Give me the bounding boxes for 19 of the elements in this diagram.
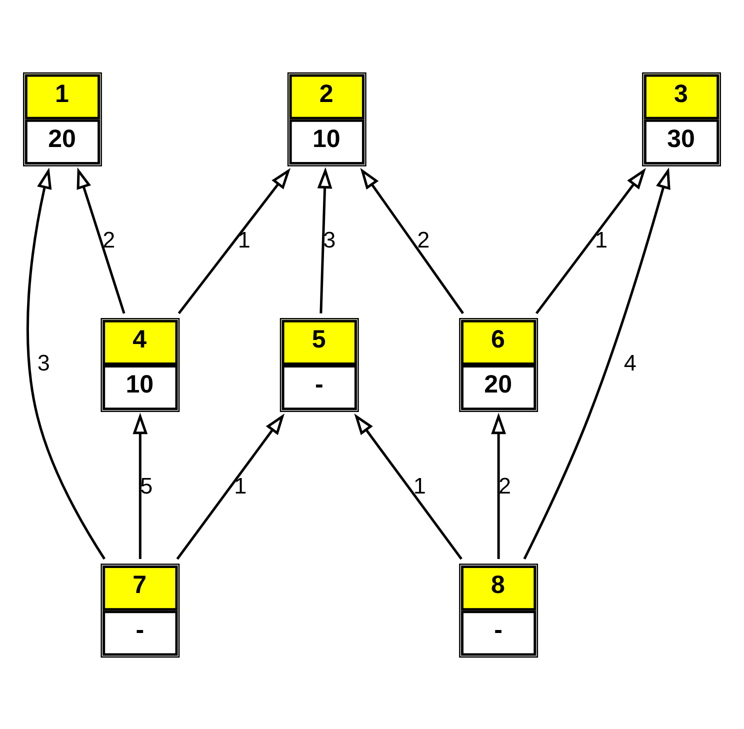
edge-label: 3 [37,350,50,376]
arrow [360,167,464,314]
arrow [76,166,126,314]
edge-label: 2 [102,227,116,252]
edge-label: 1 [595,227,608,252]
arrow [523,166,670,560]
arrow [26,166,106,560]
edge-label: 4 [624,350,636,376]
arrow [178,167,291,314]
arrow [176,413,285,560]
edge-label: 1 [234,472,247,498]
arrow [354,413,462,560]
arrow [132,412,148,558]
edge-label: 1 [238,227,250,252]
arrow [535,167,646,314]
arrow [491,412,506,558]
edge-label: 2 [417,227,430,252]
arrow [317,166,332,313]
edge-label: 1 [413,472,426,498]
